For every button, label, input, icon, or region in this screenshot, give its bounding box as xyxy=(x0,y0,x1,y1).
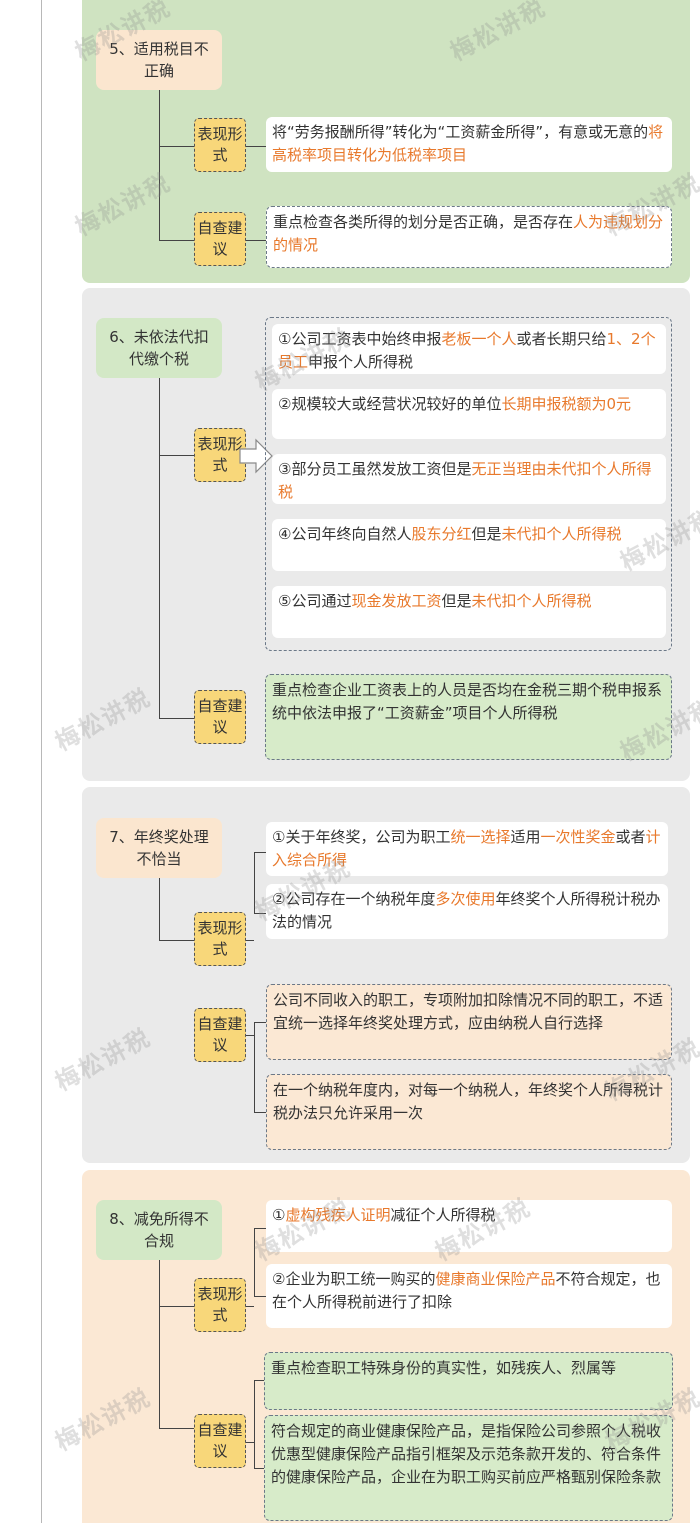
body-text: ①公司工资表中始终申报 xyxy=(278,330,442,348)
highlight-text: 虚构残疾人证明 xyxy=(285,1206,391,1224)
body-text: 重点检查各类所得的划分是否正确，是否存在 xyxy=(273,213,574,231)
body-text: ①关于年终奖，公司为职工 xyxy=(272,828,451,846)
body-text: 重点检查职工特殊身份的真实性，如残疾人、烈属等 xyxy=(271,1359,617,1377)
section-7-title: 7、年终奖处理不恰当 xyxy=(96,818,222,878)
sec8-advice-tag: 自查建议 xyxy=(194,1414,246,1468)
body-text: 公司不同收入的职工，专项附加扣除情况不同的职工，不适宜统一选择年终奖处理方式，应… xyxy=(273,991,664,1032)
sec6-form-item-4: ④公司年终向自然人股东分红但是未代扣个人所得税 xyxy=(272,519,666,571)
highlight-text: 现金发放工资 xyxy=(351,592,442,610)
sec6-advice-tag: 自查建议 xyxy=(194,690,246,744)
sec7-advice-item-2: 在一个纳税年度内，对每一个纳税人，年终奖个人所得税计税办法只允许采用一次 xyxy=(266,1074,672,1150)
sec7-form-item-2: ②公司存在一个纳税年度多次使用年终奖个人所得税计税办法的情况 xyxy=(266,884,668,939)
highlight-text: 长期申报税额为0元 xyxy=(501,395,631,413)
sec8-form-item-1: ①虚构残疾人证明减征个人所得税 xyxy=(266,1200,672,1252)
highlight-text: 股东分红 xyxy=(411,525,472,543)
sec8-form-tag: 表现形式 xyxy=(194,1278,246,1332)
sec7-form-item-1: ①关于年终奖，公司为职工统一选择适用一次性奖金或者计入综合所得 xyxy=(266,822,668,876)
sec7-advice-item-1: 公司不同收入的职工，专项附加扣除情况不同的职工，不适宜统一选择年终奖处理方式，应… xyxy=(266,984,672,1060)
section-5-title: 5、适用税目不正确 xyxy=(96,30,222,90)
highlight-text: 健康商业保险产品 xyxy=(435,1270,556,1288)
highlight-text: 未代扣个人所得税 xyxy=(501,525,622,543)
body-text: 但是 xyxy=(441,592,472,610)
sec6-form-tag: 表现形式 xyxy=(194,428,246,482)
highlight-text: 计入综合所得 xyxy=(272,828,661,869)
highlight-text: 将高税率项目转化为低税率项目 xyxy=(272,123,664,164)
sec7-form-tag: 表现形式 xyxy=(194,912,246,966)
sec8-advice-item-1: 重点检查职工特殊身份的真实性，如残疾人、烈属等 xyxy=(264,1352,673,1410)
body-text: 减征个人所得税 xyxy=(390,1206,496,1224)
sec5-form-item: 将“劳务报酬所得”转化为“工资薪金所得”，有意或无意的将高税率项目转化为低税率项… xyxy=(266,117,672,172)
body-text: 符合规定的商业健康保险产品，是指保险公司参照个人税收优惠型健康保险产品指引框架及… xyxy=(271,1422,662,1486)
sec7-advice-tag: 自查建议 xyxy=(194,1008,246,1062)
section-8-title: 8、减免所得不合规 xyxy=(96,1200,222,1260)
highlight-text: 1、2个员工 xyxy=(278,330,656,371)
body-text: 或者 xyxy=(615,828,646,846)
highlight-text: 无正当理由未代扣个人所得税 xyxy=(278,460,652,501)
body-text: 不符合规定，也在个人所得税前进行了扣除 xyxy=(272,1270,661,1311)
body-text: 适用 xyxy=(510,828,541,846)
body-text: 申报个人所得税 xyxy=(308,353,414,371)
highlight-text: 一次性奖金 xyxy=(540,828,616,846)
highlight-text: 人为违规划分的情况 xyxy=(273,213,664,254)
body-text: ②公司存在一个纳税年度 xyxy=(272,890,436,908)
body-text: 但是 xyxy=(471,525,502,543)
sec6-advice-item: 重点检查企业工资表上的人员是否均在金税三期个税申报系统中依法申报了“工资薪金”项… xyxy=(265,674,672,760)
body-text: 将“劳务报酬所得”转化为“工资薪金所得”，有意或无意的 xyxy=(272,123,649,141)
sec8-form-item-2: ②企业为职工统一购买的健康商业保险产品不符合规定，也在个人所得税前进行了扣除 xyxy=(266,1264,672,1328)
body-text: 或者长期只给 xyxy=(516,330,607,348)
sec6-form-item-5: ⑤公司通过现金发放工资但是未代扣个人所得税 xyxy=(272,586,666,638)
highlight-text: 统一选择 xyxy=(450,828,511,846)
sec5-advice-item: 重点检查各类所得的划分是否正确，是否存在人为违规划分的情况 xyxy=(266,206,672,268)
section-6-title: 6、未依法代扣代缴个税 xyxy=(96,318,222,378)
body-text: ②企业为职工统一购买的 xyxy=(272,1270,436,1288)
sec5-advice-tag: 自查建议 xyxy=(194,212,246,266)
left-margin-line xyxy=(41,0,42,1523)
body-text: ① xyxy=(272,1206,286,1224)
highlight-text: 未代扣个人所得税 xyxy=(471,592,592,610)
body-text: ⑤公司通过 xyxy=(278,592,352,610)
sec6-form-group xyxy=(265,317,672,651)
body-text: ③部分员工虽然发放工资但是 xyxy=(278,460,472,478)
highlight-text: 老板一个人 xyxy=(441,330,517,348)
arrow-right-icon xyxy=(239,438,273,474)
body-text: ④公司年终向自然人 xyxy=(278,525,412,543)
highlight-text: 多次使用 xyxy=(435,890,496,908)
body-text: ②规模较大或经营状况较好的单位 xyxy=(278,395,502,413)
sec6-form-item-3: ③部分员工虽然发放工资但是无正当理由未代扣个人所得税 xyxy=(272,454,666,504)
sec5-form-tag: 表现形式 xyxy=(194,118,246,172)
sec6-form-item-1: ①公司工资表中始终申报老板一个人或者长期只给1、2个员工申报个人所得税 xyxy=(272,324,666,374)
body-text: 在一个纳税年度内，对每一个纳税人，年终奖个人所得税计税办法只允许采用一次 xyxy=(273,1081,664,1122)
body-text: 重点检查企业工资表上的人员是否均在金税三期个税申报系统中依法申报了“工资薪金”项… xyxy=(272,681,663,722)
sec8-advice-item-2: 符合规定的商业健康保险产品，是指保险公司参照个人税收优惠型健康保险产品指引框架及… xyxy=(264,1415,673,1521)
sec6-form-item-2: ②规模较大或经营状况较好的单位长期申报税额为0元 xyxy=(272,389,666,439)
body-text: 年终奖个人所得税计税办法的情况 xyxy=(272,890,661,931)
